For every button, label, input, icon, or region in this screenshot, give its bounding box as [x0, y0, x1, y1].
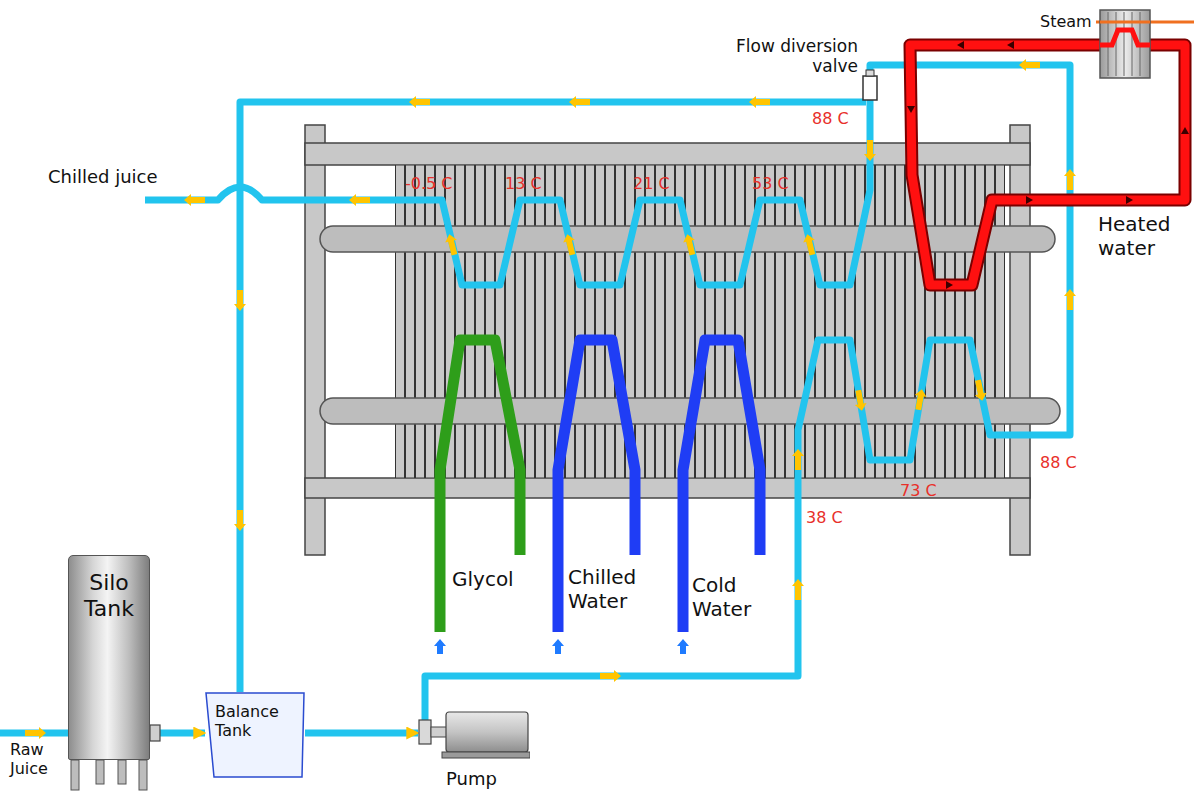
pump-base — [442, 752, 530, 758]
flow-arrow — [852, 389, 867, 412]
silo-leg — [139, 760, 147, 790]
flow-arrow — [1181, 127, 1189, 134]
flow-arrow — [552, 639, 564, 654]
flow-arrow — [864, 140, 876, 161]
flow-arrow — [184, 194, 205, 206]
flow-arrow — [409, 96, 430, 108]
flow-arrow — [792, 579, 804, 600]
flow-arrow — [234, 290, 246, 311]
pump: Pump — [418, 708, 530, 795]
flow-arrow — [569, 96, 590, 108]
frame-rail — [305, 143, 1030, 165]
flow-arrow — [802, 233, 819, 256]
flow-arrow — [25, 727, 46, 739]
heating-pipe — [425, 65, 1070, 722]
flow-arrow — [234, 510, 246, 531]
temperature-label: 73 C — [900, 481, 950, 500]
flow-arrow — [682, 233, 699, 256]
steam-exchanger-flow — [1100, 30, 1150, 45]
temperature-label: 21 C — [633, 174, 683, 193]
diversion-valve — [863, 76, 877, 100]
steam-line — [1096, 21, 1194, 24]
balance-tank: Balance Tank — [205, 692, 305, 778]
flow-arrow — [907, 106, 915, 113]
pump-neck — [431, 727, 447, 737]
silo-leg — [71, 760, 79, 790]
temperature-label: 88 C — [812, 109, 862, 128]
pump-flange — [419, 720, 431, 744]
flow-arrow — [957, 41, 964, 49]
stream-label: Steam — [1040, 12, 1100, 31]
flow-arrow — [972, 379, 988, 402]
temperature-label: 38 C — [806, 508, 856, 527]
flow-arrow — [349, 194, 370, 206]
cooling-pipe — [145, 100, 870, 285]
temperature-label: 88 C — [1040, 453, 1090, 472]
pump-body — [446, 712, 528, 752]
flow-arrow — [444, 233, 461, 256]
flow-arrow — [1019, 59, 1040, 71]
heated-water-pipe — [910, 45, 1185, 285]
steam-exchanger-steam — [1100, 21, 1150, 24]
temperature-label: -0.5 C — [405, 174, 465, 193]
media-label: Chilled Water — [568, 565, 648, 613]
outlet-valve — [150, 725, 160, 741]
flow-arrow — [1064, 169, 1076, 190]
diversion-valve — [866, 70, 874, 76]
stream-label: Raw Juice — [10, 740, 60, 778]
flow-arrow — [946, 281, 953, 289]
steam-exchanger — [1100, 10, 1150, 78]
flow-arrow — [562, 233, 579, 256]
media-label: Cold Water — [692, 573, 762, 621]
temperature-label: 13 C — [505, 174, 555, 193]
flow-arrow — [749, 96, 770, 108]
flow-arrow — [1064, 289, 1076, 310]
silo-tank: Silo Tank — [68, 555, 150, 760]
flow-arrow — [1026, 196, 1033, 204]
node-text: Balance Tank — [215, 702, 299, 740]
valve-label: Flow diversion valve — [700, 36, 858, 77]
tank-body — [206, 693, 304, 777]
flow-arrow — [600, 670, 621, 682]
stream-label: Chilled juice — [48, 166, 178, 188]
flow-arrow — [912, 388, 927, 411]
silo-leg — [118, 760, 126, 784]
flow-arrow — [1007, 41, 1014, 49]
silo-leg — [96, 760, 104, 784]
flow-arrow — [434, 639, 446, 654]
pipe-connector — [305, 730, 418, 737]
return-pipe — [240, 102, 866, 692]
node-text: Silo Tank — [73, 570, 145, 623]
node-text: Pump — [446, 768, 526, 790]
stream-label: Heated water — [1098, 212, 1176, 260]
flow-arrow — [1126, 196, 1133, 204]
flow-arrow — [792, 449, 804, 470]
flow-arrow — [677, 639, 689, 654]
heated-water-outline — [910, 45, 1185, 285]
media-label: Glycol — [452, 567, 542, 591]
temperature-label: 53 C — [752, 174, 802, 193]
